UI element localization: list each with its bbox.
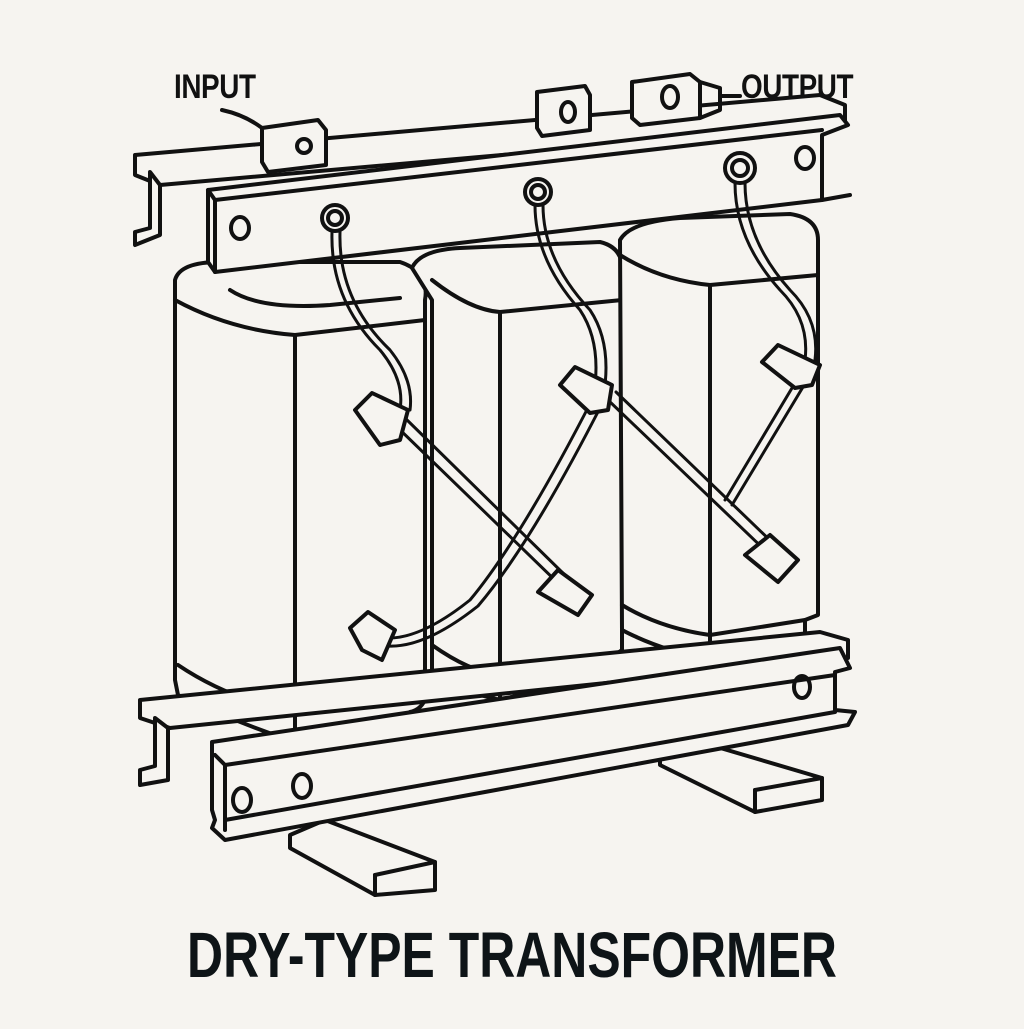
output-label: OUTPUT: [741, 68, 854, 106]
input-terminal-block: [260, 118, 328, 174]
bushing-left: [320, 203, 350, 233]
rear-bottom-clamp: [138, 630, 850, 787]
front-top-clamp: [206, 113, 852, 274]
front-bottom-clamp: [210, 646, 857, 842]
connecting-leads: [330, 181, 818, 648]
rear-top-clamp: [133, 72, 847, 247]
output-terminal-block: [630, 72, 702, 127]
middle-terminal-block: [535, 84, 592, 138]
coil-right: [618, 212, 820, 662]
lug-clamps: [348, 343, 822, 662]
diagram-title: DRY-TYPE TRANSFORMER: [187, 919, 837, 991]
coil-left: [173, 260, 428, 744]
input-label: INPUT: [174, 68, 256, 106]
bushing-middle: [523, 177, 553, 207]
bushing-right: [723, 151, 757, 185]
